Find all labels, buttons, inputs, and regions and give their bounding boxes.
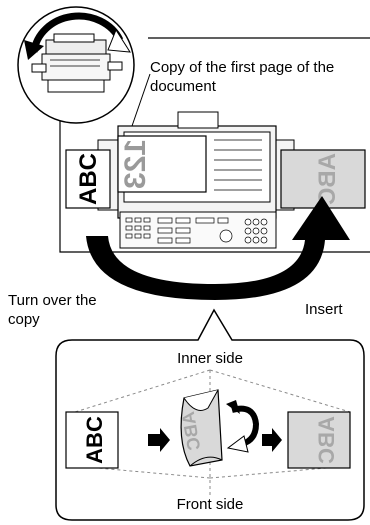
turn-over-label-line2: copy — [8, 311, 40, 328]
inner-side-label: Inner side — [177, 350, 243, 367]
detail-right-sheet: ABC — [287, 411, 351, 469]
platen-original-sheet: 123 — [117, 135, 207, 193]
platen-sheet-text: 123 — [119, 139, 152, 189]
rotation-inset — [17, 6, 135, 124]
detail-guide-lines — [74, 369, 351, 498]
copy-first-page-label-line1: Copy of the first page of the — [150, 59, 334, 76]
control-panel — [119, 211, 277, 249]
output-copy-text: ABC — [75, 153, 102, 205]
mini-copier-icon — [31, 33, 123, 93]
detail-left-text: ABC — [82, 416, 107, 464]
insert-label: Insert — [305, 301, 343, 318]
detail-flipping-sheet: ABC — [178, 389, 223, 467]
rotate-arrowhead-right-icon — [107, 28, 131, 53]
flip-rotation-icon — [226, 400, 260, 453]
detail-arrow-1-icon — [148, 428, 170, 452]
turn-over-label-line1: Turn over the — [8, 292, 97, 309]
front-side-label: Front side — [177, 496, 244, 513]
rotate-arrowhead-left-icon — [24, 40, 44, 60]
output-copy-sheet: ABC — [65, 149, 111, 209]
turn-over-arrow-icon — [86, 196, 350, 300]
keypad-icon — [125, 217, 268, 244]
detail-left-sheet: ABC — [65, 411, 119, 469]
callout-leader — [131, 73, 151, 127]
detail-right-text: ABC — [314, 416, 339, 464]
detail-arrow-2-icon — [262, 428, 282, 452]
inserted-sheet-text: ABC — [314, 153, 341, 205]
copy-first-page-label-line2: document — [150, 78, 217, 95]
scene-border — [59, 70, 370, 253]
